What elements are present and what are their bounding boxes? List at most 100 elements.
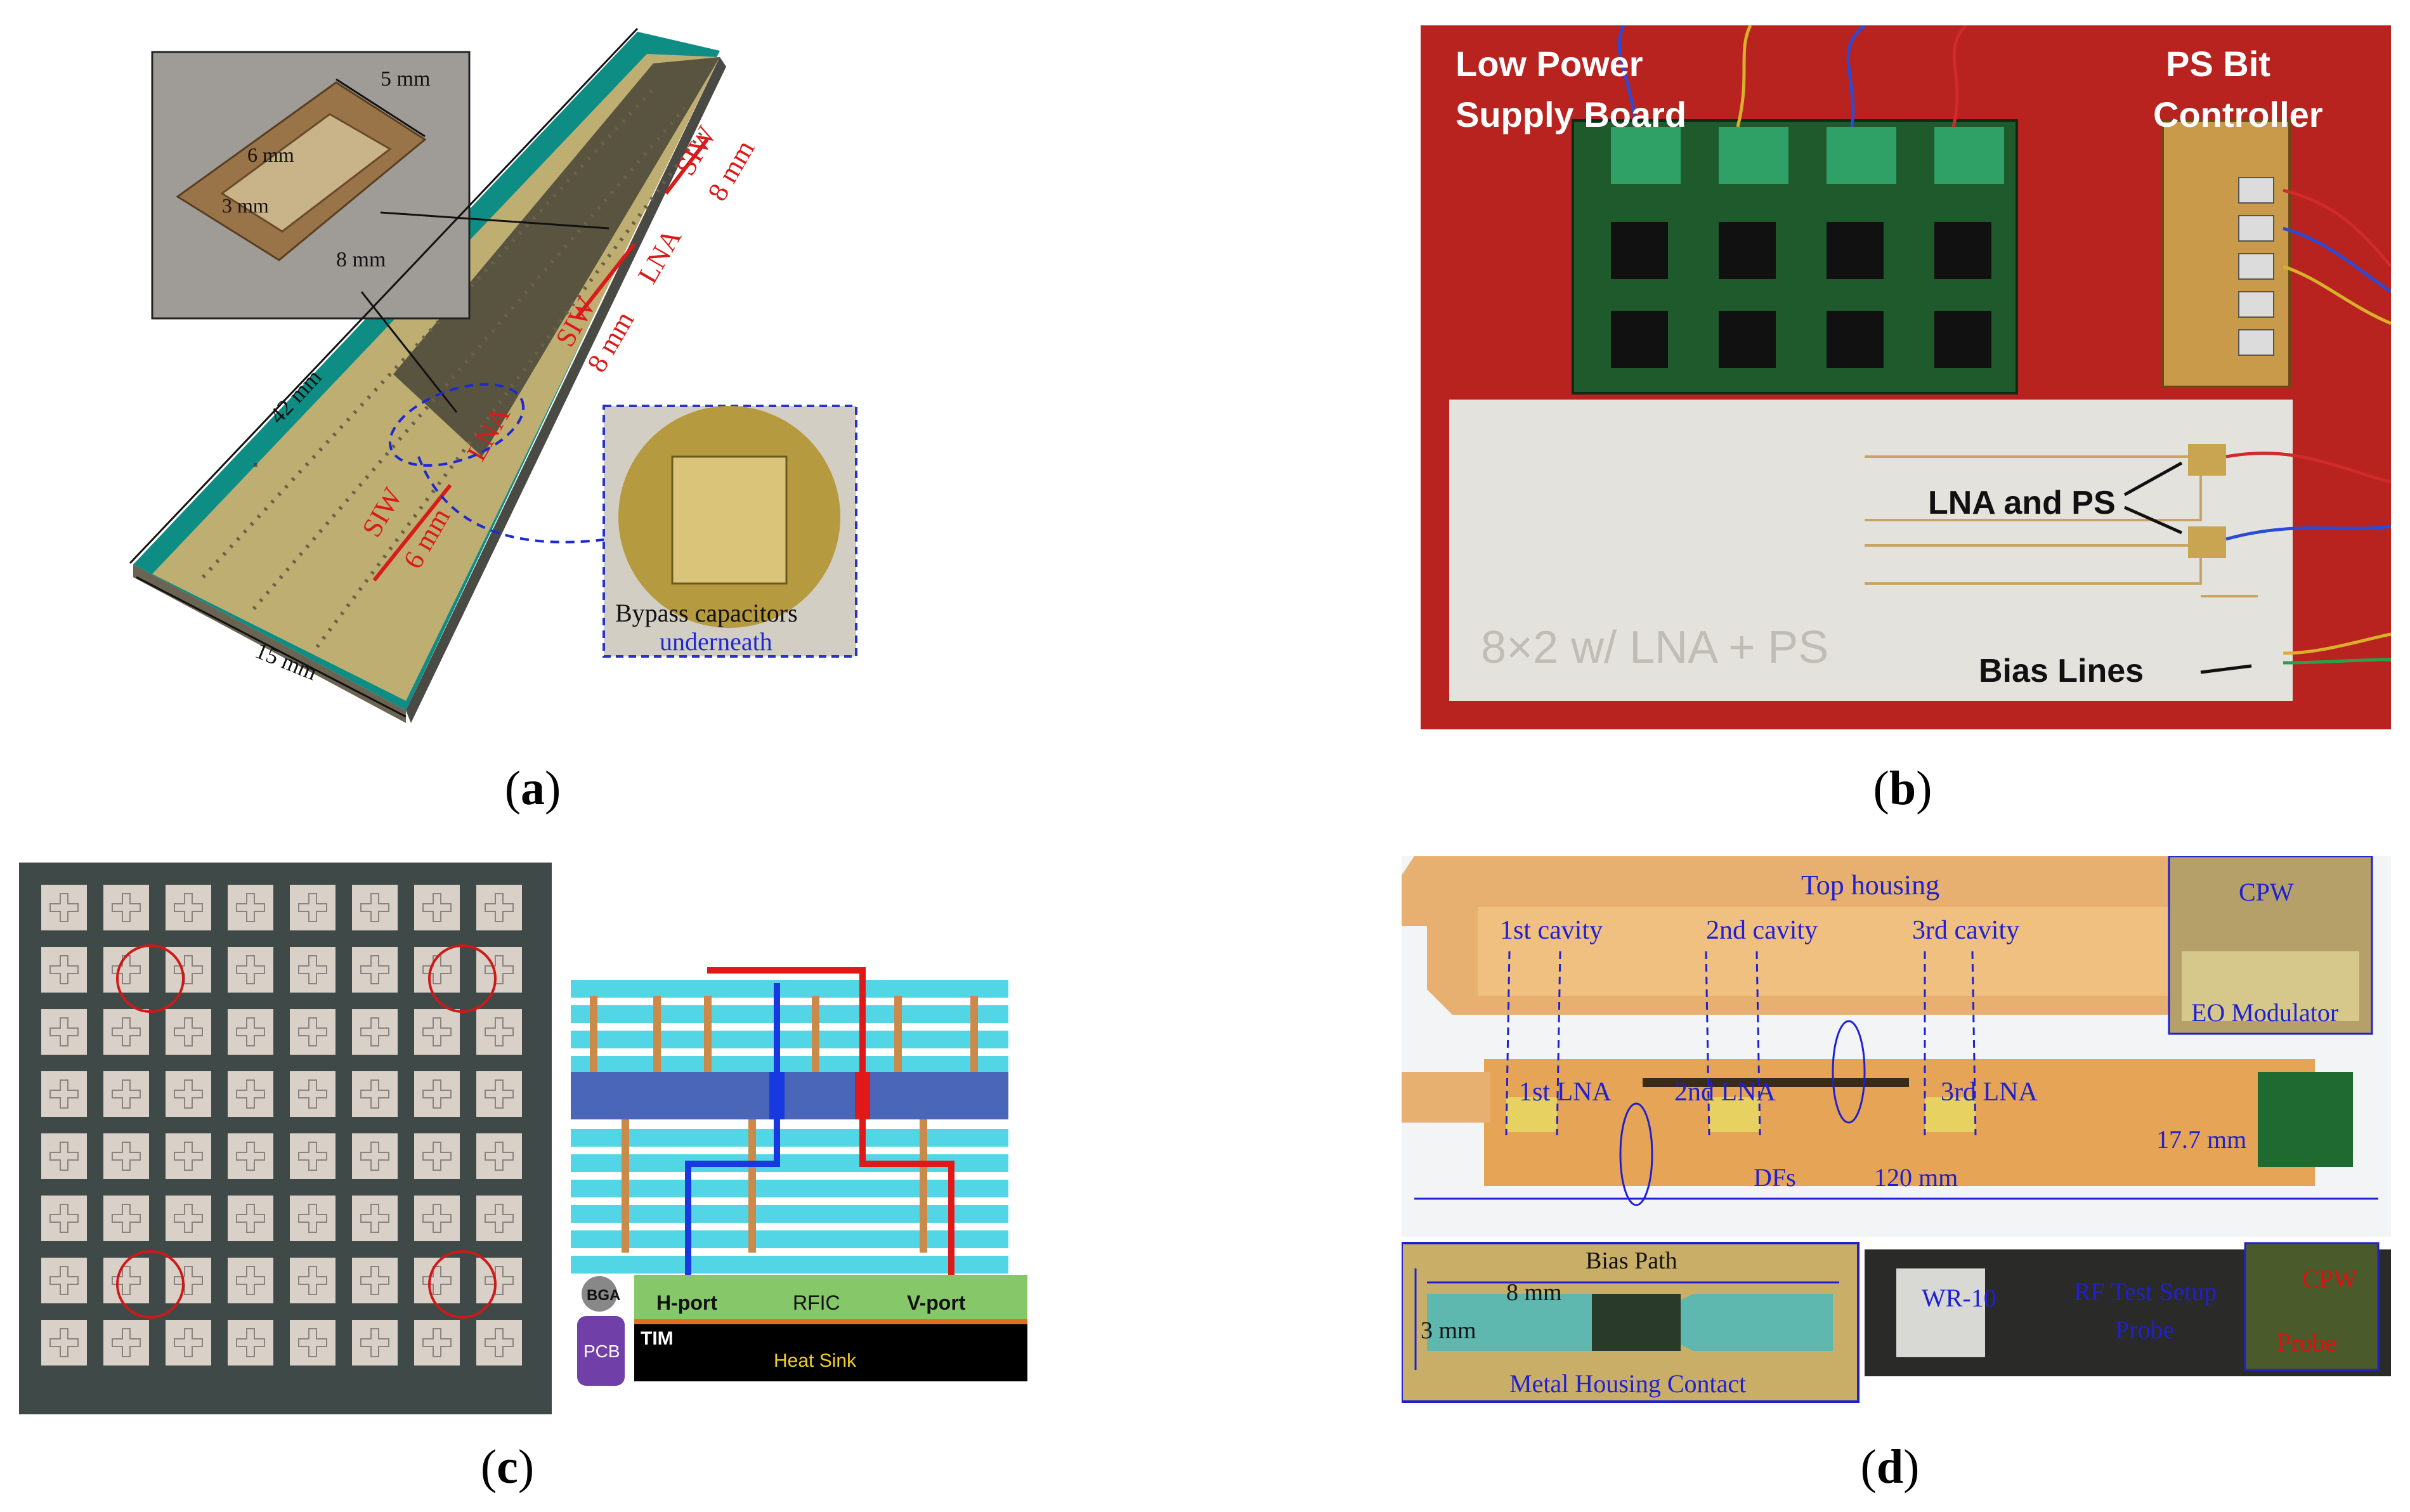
antenna-tile	[476, 1071, 522, 1117]
antenna-cross-slot	[236, 1142, 265, 1171]
board-dark-region	[393, 57, 720, 457]
bypass-label-1: Bypass capacitors	[615, 599, 798, 627]
antenna-tile	[166, 1071, 211, 1117]
lna-chip-1	[1506, 1097, 1557, 1132]
panel-d: Top housing 1st cavity 2nd cavity 3rd ca…	[1400, 855, 2391, 1408]
antenna-cross-slot	[174, 1079, 203, 1109]
antenna-tile	[414, 1071, 460, 1117]
antenna-cross-slot	[360, 893, 389, 922]
probe-inset	[2244, 1242, 2380, 1371]
antenna-cross-slot	[174, 1017, 203, 1046]
cavity-guide-lines	[1505, 951, 1977, 1136]
lna-chip-2	[2188, 526, 2226, 558]
antenna-tile	[41, 1320, 87, 1365]
antenna-cross-slot	[112, 1079, 141, 1109]
antenna-tile	[290, 1071, 335, 1117]
antenna-cross-slot	[422, 955, 452, 984]
inset-dim-3mm: 3 mm	[222, 194, 269, 217]
antenna-tile	[476, 1196, 522, 1241]
stackup-layer	[571, 1205, 1008, 1223]
panel-d-image: Top housing 1st cavity 2nd cavity 3rd ca…	[1400, 855, 2391, 1403]
array-background	[19, 863, 552, 1414]
supply-chips	[1611, 222, 1991, 368]
antenna-tile	[290, 947, 335, 993]
bga-ball	[582, 1276, 617, 1312]
antenna-tile	[290, 1196, 335, 1241]
antenna-cross-slot	[112, 1204, 141, 1233]
cpw-label: CPW	[2239, 878, 2294, 906]
lna-3-label: 3rd LNA	[1941, 1078, 2038, 1107]
antenna-tile	[103, 1071, 149, 1117]
antenna-cross-slot	[236, 1266, 265, 1295]
antenna-tile	[103, 1258, 149, 1303]
antenna-cross-slot	[485, 1017, 514, 1046]
lna-1-label: 1st LNA	[1519, 1078, 1612, 1107]
antenna-tile	[166, 1009, 211, 1055]
antenna-cross-slot	[112, 1328, 141, 1357]
cavity-1-label: 1st cavity	[1500, 916, 1603, 945]
antenna-cross-slot	[174, 893, 203, 922]
lna-ps-arrow-1	[2123, 461, 2183, 497]
stackup-diagram	[571, 967, 1027, 1381]
antenna-tile	[166, 1320, 211, 1365]
antenna-cross-slot	[236, 1328, 265, 1357]
caption-a: (a)	[504, 762, 561, 815]
panel-a: 5 mm 6 mm 3 mm 8 mm 42 mm 15 mm SIW 6 mm…	[127, 19, 875, 761]
cavity-3-label: 3rd cavity	[1912, 916, 2019, 945]
antenna-tile	[352, 1009, 398, 1055]
lna-ps-arrow-2	[2123, 505, 2183, 535]
length-120-label: 120 mm	[1874, 1163, 1958, 1192]
lna-callout-curve	[417, 456, 609, 544]
top-housing-label: Top housing	[1801, 870, 1939, 901]
supply-wires	[1617, 24, 1967, 127]
board-traces	[1865, 455, 2258, 597]
antenna-tiles	[41, 885, 522, 1365]
lna-2-label: 2nd LNA	[1674, 1078, 1776, 1107]
supply-label-line1: Low Power	[1456, 44, 1643, 84]
antenna-tile	[476, 1009, 522, 1055]
antenna-cross-slot	[298, 1017, 327, 1046]
board-wires	[2225, 452, 2392, 665]
antenna-cross-slot	[236, 1204, 265, 1233]
stackup-layer	[571, 980, 1008, 998]
antenna-cross-slot	[298, 1328, 327, 1357]
antenna-cross-slot	[236, 955, 265, 984]
caption-d: (d)	[1860, 1440, 1920, 1494]
probe-inset-label: Probe	[2277, 1328, 2336, 1357]
ps-label-line2: Controller	[2153, 94, 2323, 134]
antenna-cross-slot	[360, 1142, 389, 1171]
antenna-tile	[41, 1009, 87, 1055]
antenna-cross-slot	[298, 955, 327, 984]
ps-label-line1: PS Bit	[2166, 44, 2270, 84]
antenna-cross-slot	[49, 1266, 79, 1295]
antenna-cross-slot	[422, 893, 452, 922]
antenna-tile	[290, 1133, 335, 1179]
panel-b: 8×2 w/ LNA + PS Low Power Supply Board P…	[1421, 24, 2392, 729]
h-port-label: H-port	[656, 1291, 717, 1314]
antenna-cross-slot	[360, 1079, 389, 1109]
stackup-layer	[571, 1180, 1008, 1197]
bga-label: BGA	[587, 1287, 620, 1304]
antenna-tile	[352, 1320, 398, 1365]
inset-dim-top	[335, 78, 426, 138]
antenna-cross-slot	[485, 1079, 514, 1109]
antenna-tile	[290, 1009, 335, 1055]
antenna-tile	[290, 1320, 335, 1365]
antenna-cross-slot	[49, 955, 79, 984]
antenna-tile	[41, 885, 87, 930]
antenna-tile	[103, 885, 149, 930]
antenna-cross-slot	[49, 893, 79, 922]
inset-cavity-hole	[220, 113, 392, 233]
antenna-cross-slot	[49, 1328, 79, 1357]
antenna-cross-slot	[236, 1079, 265, 1109]
antenna-tile	[41, 1258, 87, 1303]
antenna-tile	[41, 1133, 87, 1179]
antenna-tile	[41, 1196, 87, 1241]
inset-leader-2	[360, 291, 458, 413]
wr10-label: WR-10	[1922, 1284, 1996, 1312]
antenna-tile	[414, 947, 460, 993]
antenna-cross-slot	[422, 1204, 452, 1233]
dim-42mm-line	[129, 27, 639, 564]
antenna-tile	[476, 1258, 522, 1303]
antenna-cross-slot	[422, 1328, 452, 1357]
